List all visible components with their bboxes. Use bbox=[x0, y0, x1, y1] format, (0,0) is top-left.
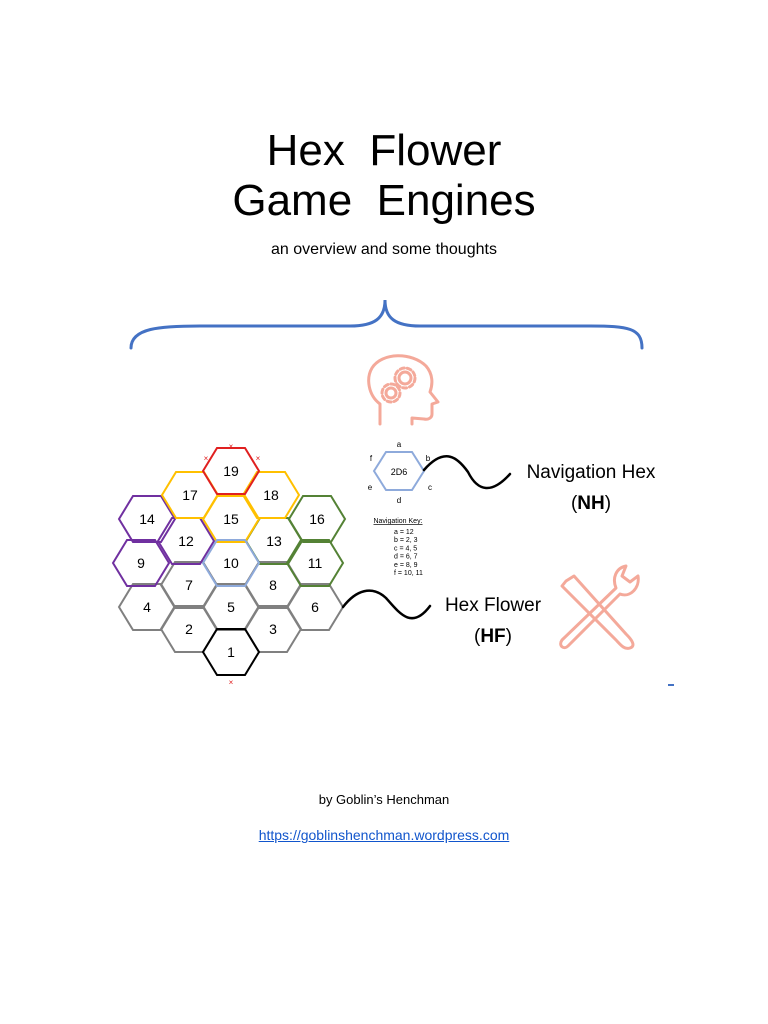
website-link[interactable]: https://goblinshenchman.wordpress.com bbox=[258, 827, 510, 843]
hex-number: 6 bbox=[311, 599, 319, 615]
nav-edge-b: b bbox=[426, 454, 431, 463]
hex-number: 7 bbox=[185, 577, 193, 593]
nh-connector-line bbox=[422, 455, 512, 490]
hex-cell: 10 bbox=[201, 539, 261, 587]
hex-cell: 16 bbox=[287, 495, 347, 543]
hex-outline bbox=[156, 517, 216, 565]
hex-number: 18 bbox=[263, 487, 279, 503]
hex-outline bbox=[287, 495, 347, 543]
hex-number: 13 bbox=[266, 533, 282, 549]
navigation-key-entry: a = 12 bbox=[394, 529, 414, 536]
hex-outline bbox=[111, 539, 171, 587]
hf-abbr-label: (HF) bbox=[474, 626, 512, 647]
hex-number: 17 bbox=[182, 487, 198, 503]
exit-mark-bottom: × bbox=[229, 678, 234, 687]
navigation-key-entry: f = 10, 11 bbox=[394, 570, 423, 577]
nh-label: Navigation Hex bbox=[527, 462, 656, 483]
hex-number: 9 bbox=[137, 555, 145, 571]
hex-cell: 4 bbox=[117, 583, 177, 631]
navigation-key-entry: e = 8, 9 bbox=[394, 562, 418, 569]
hex-outline bbox=[241, 471, 301, 519]
navigation-key-entry: c = 4, 5 bbox=[394, 545, 417, 552]
subtitle: an overview and some thoughts bbox=[271, 241, 497, 258]
hex-number: 8 bbox=[269, 577, 277, 593]
hex-cell: 11 bbox=[285, 539, 345, 587]
hex-outline bbox=[201, 628, 261, 676]
hex-flower-grid: 2 3 4 5 6 7 8 9 11 12 13 14 16 17 18 15 10 1 19 bbox=[111, 447, 347, 676]
hf-connector-line bbox=[341, 589, 432, 620]
navigation-key-title: Navigation Key: bbox=[373, 518, 422, 525]
hex-cell: 6 bbox=[285, 583, 345, 631]
hex-number: 11 bbox=[308, 555, 323, 571]
head-with-gears-icon bbox=[367, 354, 440, 426]
nav-edge-a: a bbox=[397, 440, 402, 449]
exit-mark-right: × bbox=[256, 454, 261, 463]
hex-cell: 1 bbox=[201, 628, 261, 676]
hex-number: 3 bbox=[269, 621, 277, 637]
exit-mark-left: × bbox=[204, 454, 209, 463]
nav-edge-d: d bbox=[397, 496, 401, 505]
hex-number: 19 bbox=[223, 463, 239, 479]
nav-hex-center-label: 2D6 bbox=[391, 467, 408, 477]
nav-edge-c: c bbox=[428, 483, 432, 492]
curly-brace bbox=[129, 299, 644, 350]
hex-number: 4 bbox=[143, 599, 151, 615]
hex-cell: 15 bbox=[201, 495, 261, 543]
hex-cell: 7 bbox=[159, 561, 219, 609]
nh-abbr-label: (NH) bbox=[571, 493, 611, 514]
hex-number: 1 bbox=[227, 644, 235, 660]
hex-cell: 12 bbox=[156, 517, 216, 565]
hex-cell: 18 bbox=[241, 471, 301, 519]
wrench-screwdriver-icon bbox=[559, 564, 640, 650]
hf-label: Hex Flower bbox=[445, 595, 542, 616]
hex-cell: 14 bbox=[117, 495, 177, 543]
nav-edge-f: f bbox=[370, 454, 373, 463]
hex-number: 2 bbox=[185, 621, 193, 637]
hex-number: 5 bbox=[227, 599, 235, 615]
hex-cell: 8 bbox=[243, 561, 303, 609]
byline: by Goblin’s Henchman bbox=[318, 792, 450, 807]
hex-cell: 9 bbox=[111, 539, 171, 587]
navigation-key-entry: d = 6, 7 bbox=[394, 554, 418, 561]
navigation-key-list: a = 12b = 2, 3c = 4, 5 d = 6, 7e = 8, 9f … bbox=[394, 529, 423, 577]
hex-number: 14 bbox=[139, 511, 155, 527]
title-line-1: Hex Flower bbox=[266, 126, 502, 175]
navigation-key-entry: b = 2, 3 bbox=[394, 537, 418, 544]
nav-edge-e: e bbox=[368, 483, 373, 492]
hex-cell: 3 bbox=[243, 605, 303, 653]
hex-number: 15 bbox=[223, 511, 239, 527]
hex-number: 12 bbox=[178, 533, 194, 549]
hex-number: 10 bbox=[223, 555, 239, 571]
hex-cell: 19 bbox=[201, 447, 261, 495]
hex-outline bbox=[201, 495, 261, 543]
exit-mark-top: × bbox=[229, 442, 234, 451]
hex-outline bbox=[117, 495, 177, 543]
hex-outline bbox=[201, 539, 261, 587]
hex-cell: 5 bbox=[201, 583, 261, 631]
title-line-2: Game Engines bbox=[232, 176, 536, 225]
hex-outline bbox=[201, 447, 261, 495]
hex-cell: 2 bbox=[159, 605, 219, 653]
hex-number: 16 bbox=[309, 511, 325, 527]
